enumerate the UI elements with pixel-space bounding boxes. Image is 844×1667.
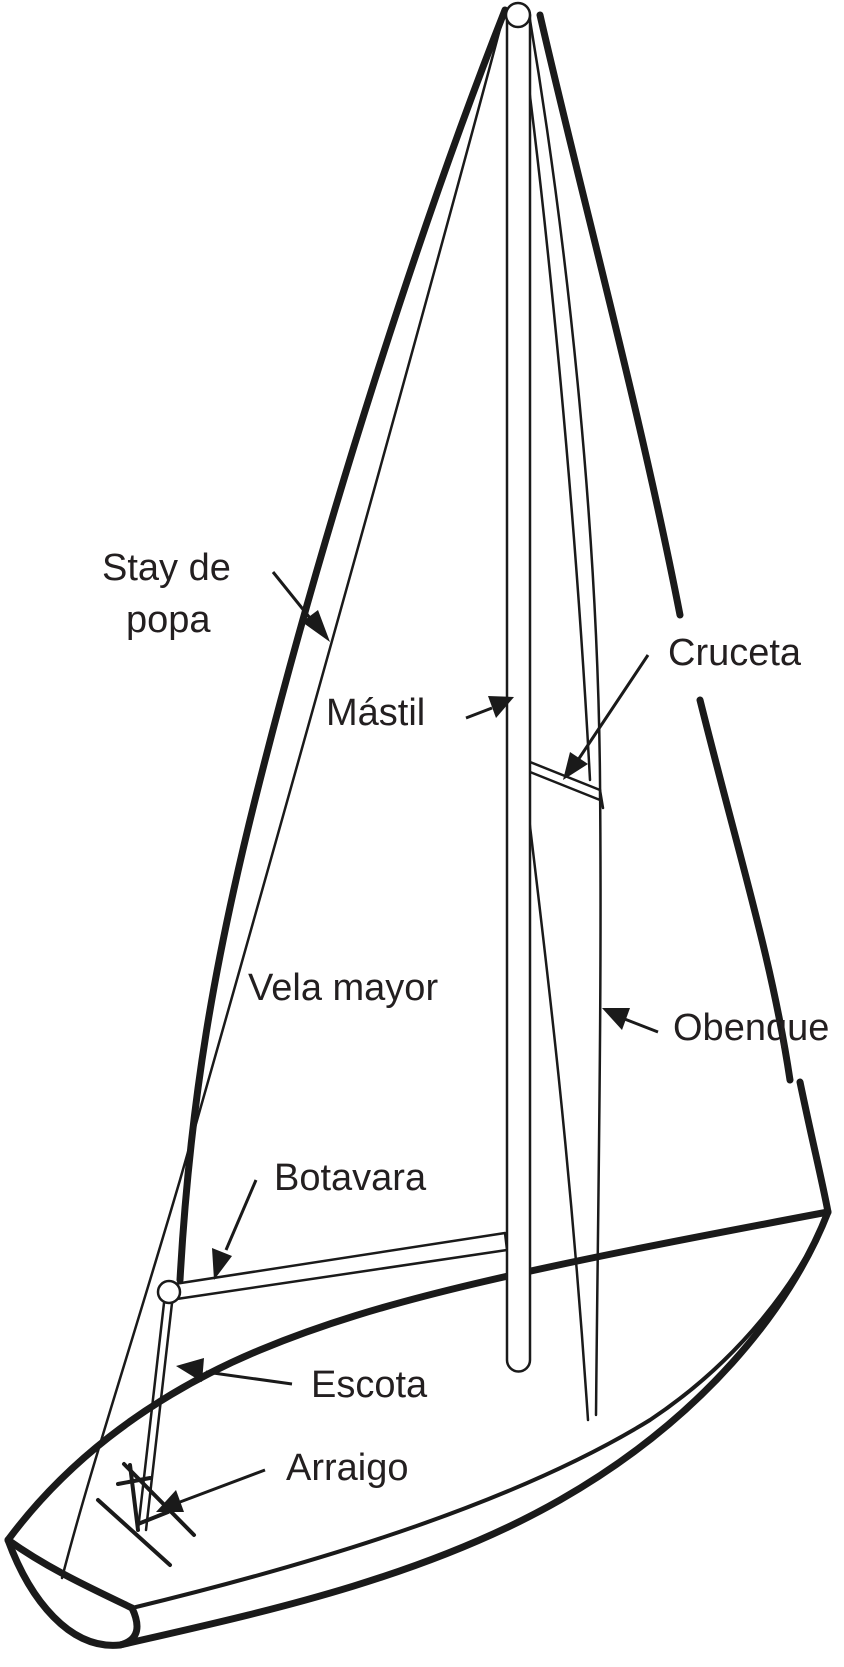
shroud-lower (520, 758, 590, 1422)
spreader-end (598, 788, 605, 810)
arrowhead-escota (176, 1358, 204, 1382)
arrowhead-obenque (602, 1008, 630, 1030)
mast-tube (505, 13, 532, 1373)
hull-chine-line (130, 1210, 830, 1610)
sail-leech (60, 8, 507, 1580)
hull-transom (4, 1536, 141, 1649)
spreader (518, 756, 605, 810)
label-obenque: Obenque (673, 1007, 829, 1049)
mainsheet-line-a (136, 1301, 166, 1532)
label-stay-de-popa-line2: popa (126, 599, 211, 641)
traveler (96, 1462, 196, 1567)
arrowhead-arraigo (156, 1490, 184, 1512)
arrow-escota (176, 1358, 293, 1386)
arrow-obenque (602, 1008, 659, 1034)
forestay-middle (696, 696, 794, 1084)
label-botavara: Botavara (274, 1157, 427, 1199)
traveler-post (128, 1463, 140, 1532)
boom (156, 1231, 509, 1305)
label-vela-mayor: Vela mayor (248, 967, 438, 1009)
label-cruceta: Cruceta (668, 632, 802, 674)
hull-bottom-line (116, 1208, 832, 1649)
traveler-rail-a (96, 1498, 172, 1567)
forestay-upper (536, 11, 684, 619)
boom-end-fitting (156, 1279, 182, 1305)
hull-sheer-line (4, 1208, 832, 1544)
arrow-botavara (212, 1179, 258, 1280)
label-stay-de-popa-line1: Stay de (102, 547, 231, 589)
mast (504, 1, 532, 1373)
arrowhead-mastil (488, 696, 514, 718)
traveler-rail-b (122, 1462, 196, 1537)
backstay (176, 6, 509, 1284)
hull (4, 1208, 832, 1649)
forestay-lower (796, 1078, 832, 1216)
arrowhead-botavara (212, 1248, 232, 1280)
label-arraigo: Arraigo (286, 1447, 409, 1489)
arrow-stay-de-popa (271, 571, 330, 642)
arrow-mastil (465, 696, 514, 720)
hull-transom-top (4, 1536, 136, 1612)
label-mastil: Mástil (326, 692, 425, 734)
traveler-rung-b (136, 1510, 170, 1526)
arrow-cruceta (563, 654, 650, 780)
arrow-arraigo (156, 1468, 266, 1512)
mast-head-fitting (504, 1, 532, 29)
shroud-outer (528, 18, 602, 1417)
arrowhead-stay-de-popa (302, 610, 330, 642)
label-escota: Escota (311, 1364, 428, 1406)
traveler-rung-a (116, 1476, 152, 1486)
arrowhead-cruceta (563, 752, 588, 780)
